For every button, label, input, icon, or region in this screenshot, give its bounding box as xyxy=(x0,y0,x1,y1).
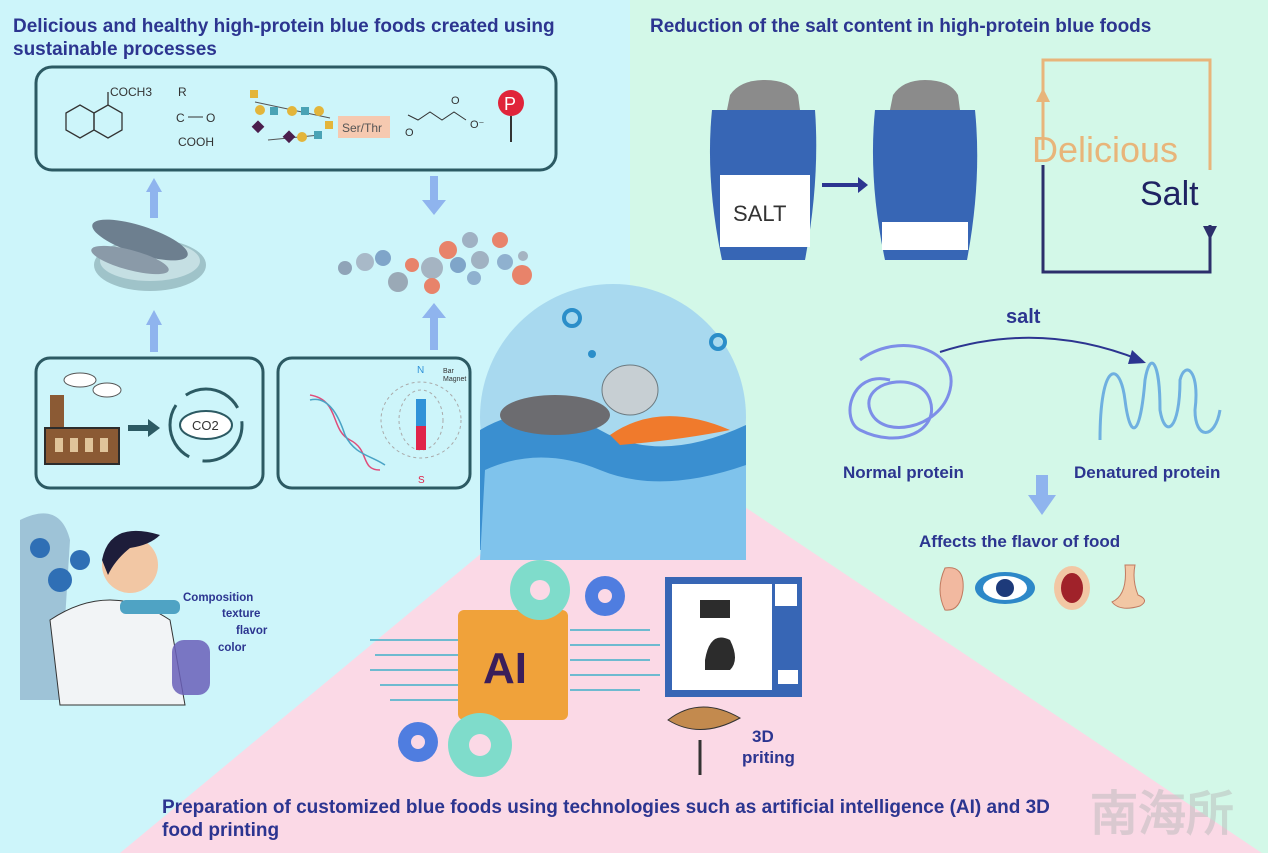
keto-o-label: O xyxy=(405,127,414,139)
phosphate-label: P xyxy=(504,94,516,114)
arrow-right-icon xyxy=(128,419,160,437)
ser-thr-label: Ser/Thr xyxy=(342,121,382,135)
acetyl-label: COCH3 xyxy=(110,85,152,99)
watermark-logo: 南海所 xyxy=(1090,788,1234,841)
bottom-title: Preparation of customized blue foods usi… xyxy=(162,797,1050,841)
delicious-label: Delicious xyxy=(1032,129,1178,170)
normal-protein-icon xyxy=(848,344,953,440)
salt-shaker-full-icon xyxy=(709,80,817,260)
mouth-icon xyxy=(1054,566,1090,610)
scientist-icon xyxy=(20,513,210,706)
carbon-label: C xyxy=(176,111,185,125)
printing-label-line1: 3D xyxy=(752,727,774,746)
physical-field-box xyxy=(276,356,472,490)
eye-icon xyxy=(975,572,1035,604)
attribute-composition: Composition xyxy=(183,592,254,604)
carboxylate-label: O⁻ xyxy=(470,119,485,131)
arrow-right-icon xyxy=(822,177,868,193)
top-right-title: Reduction of the salt content in high-pr… xyxy=(650,16,1152,37)
naphthalene-icon xyxy=(65,92,123,139)
oxygen-label: O xyxy=(206,111,215,125)
gear-icon xyxy=(398,560,625,777)
fish-fork-icon xyxy=(667,706,742,775)
attribute-flavor: flavor xyxy=(236,625,268,637)
nose-icon xyxy=(1111,564,1145,609)
molecule-cluster-icon xyxy=(338,232,532,294)
bar-magnet-label: Bar Magnet xyxy=(443,368,467,383)
acid-label: COOH xyxy=(178,135,214,149)
seafood-circle-icon xyxy=(480,284,746,560)
attribute-color: color xyxy=(218,642,247,654)
top-left-title: Delicious and healthy high-protein blue … xyxy=(13,16,555,60)
bar-magnet-icon xyxy=(380,381,462,459)
fish-plate-icon xyxy=(91,219,206,291)
ketoacid-icon xyxy=(407,111,467,121)
salt-delicious-loop-icon xyxy=(1036,58,1217,274)
normal-protein-label: Normal protein xyxy=(843,463,964,482)
salt-word-label: Salt xyxy=(1140,175,1199,213)
co2-label: CO2 xyxy=(192,418,219,433)
carboxyl-o-label: O xyxy=(451,95,460,107)
ai-chip-icon xyxy=(458,610,568,720)
glycan-chain-icon xyxy=(250,90,333,144)
affects-flavor-label: Affects the flavor of food xyxy=(919,532,1120,551)
3d-printer-icon xyxy=(665,577,802,697)
ear-icon xyxy=(939,567,964,611)
denature-arrow-icon xyxy=(939,336,1141,361)
factory-icon xyxy=(44,372,122,465)
carbon-capture-box xyxy=(34,356,265,490)
south-label: S xyxy=(418,475,425,486)
salt-arrow-label: salt xyxy=(1006,306,1041,328)
salt-shaker-label: SALT xyxy=(733,201,786,226)
denatured-protein-icon xyxy=(1098,361,1222,441)
north-label: N xyxy=(417,365,424,376)
ser-thr-box xyxy=(338,116,390,138)
cloud-icon xyxy=(179,410,233,440)
attribute-texture: texture xyxy=(222,608,261,620)
r-group-label: R xyxy=(178,85,187,99)
recycle-icon xyxy=(168,387,244,463)
denatured-protein-label: Denatured protein xyxy=(1074,463,1220,482)
printing-label-line2: priting xyxy=(742,748,795,767)
wave-icon xyxy=(309,394,386,471)
salt-shaker-reduced-icon xyxy=(872,80,978,260)
phosphate-icon xyxy=(498,90,524,116)
flow-arrows xyxy=(146,176,1056,515)
molecules-box xyxy=(34,65,558,172)
circuit-lines-icon xyxy=(370,629,660,701)
ai-label: AI xyxy=(483,644,527,693)
